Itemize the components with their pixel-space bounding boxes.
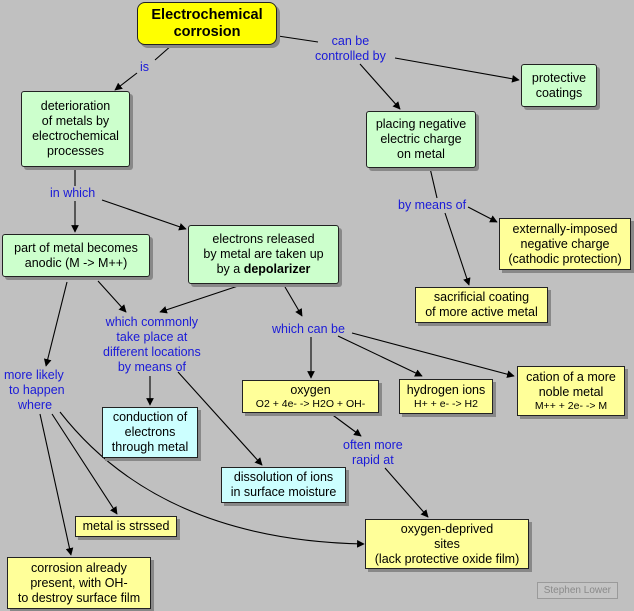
dissolution-line-1: dissolution of ions [233, 470, 334, 484]
deprived-line-2: sites [434, 536, 460, 551]
deprived-line-1: oxygen-deprived [400, 521, 494, 536]
label-controlled-line-2: controlled by [315, 49, 386, 63]
title-line-2: corrosion [173, 23, 241, 40]
conduction-line-1: conduction of [112, 410, 188, 424]
conduction-node: conduction of electrons through metal [102, 407, 198, 458]
oxygen-name: oxygen [290, 382, 331, 397]
label-can-be-line-1: which can be [272, 322, 345, 336]
deterioration-line-1: deterioration [40, 99, 111, 113]
hydrogen-ions-node: hydrogen ions H+ + e- -> H2 [399, 379, 493, 414]
protective-line-2: coatings [535, 85, 583, 100]
dissolution-node: dissolution of ions in surface moisture [221, 467, 346, 503]
label-in-which: in which [50, 186, 95, 201]
cation-line-1: cation of a more [526, 369, 616, 384]
anodic-line-2: anodic (M -> M++) [24, 255, 128, 270]
protective-coatings-node: protective coatings [521, 64, 597, 107]
metal-stressed-node: metal is strssed [75, 516, 177, 537]
anodic-line-1: part of metal becomes [14, 240, 138, 255]
author-credit: Stephen Lower [536, 582, 618, 599]
depolarizer-term: depolarizer [243, 262, 311, 276]
cation-equation: M++ + 2e- -> M [534, 399, 608, 412]
title-line-1: Electrochemical [151, 6, 263, 23]
externally-line-1: externally-imposed [512, 221, 618, 236]
label-commonly-line-4: by means of [117, 360, 186, 374]
label-more-likely: more likely to happen where [4, 368, 65, 413]
cation-node: cation of a more noble metal M++ + 2e- -… [517, 366, 625, 416]
externally-line-3: (cathodic protection) [508, 251, 622, 266]
corrosion-line-3: to destroy surface film [17, 590, 141, 605]
negative-charge-line-3: on metal [397, 147, 445, 161]
deterioration-line-4: processes [47, 144, 104, 158]
conduction-line-3: through metal [111, 440, 189, 454]
oxygen-deprived-node: oxygen-deprived sites (lack protective o… [365, 519, 529, 569]
label-often-more: often more rapid at [343, 438, 403, 468]
label-often-line-2: rapid at [352, 453, 394, 467]
externally-imposed-node: externally-imposed negative charge (cath… [499, 218, 631, 270]
hydrogen-name: hydrogen ions [406, 382, 486, 397]
corrosion-line-1: corrosion already [31, 560, 127, 575]
label-more-likely-line-3: where [18, 398, 53, 412]
label-commonly-line-2: take place at [116, 330, 188, 344]
title-node: Electrochemical corrosion [137, 2, 277, 45]
electrons-line-1: electrons released [212, 232, 315, 246]
label-controlled-by: can be controlled by [315, 34, 386, 64]
electrons-released-node: electrons released by metal are taken up… [188, 225, 339, 284]
label-which-can-be: which can be [272, 322, 345, 337]
label-controlled-line-1: can be [331, 34, 370, 48]
label-commonly-line-1: which commonly [105, 315, 199, 329]
label-is: is [140, 60, 149, 75]
sacrificial-line-1: sacrificial coating [433, 290, 530, 304]
sacrificial-line-2: of more active metal [425, 305, 538, 319]
hydrogen-equation: H+ + e- -> H2 [414, 397, 478, 410]
cation-line-2: noble metal [538, 384, 604, 399]
label-by-means-line-1: by means of [398, 198, 467, 212]
corrosion-line-2: present, with OH- [30, 575, 128, 590]
deterioration-node: deterioration of metals by electrochemic… [21, 91, 130, 167]
negative-charge-line-2: electric charge [380, 132, 462, 146]
label-more-likely-line-1: more likely [4, 368, 64, 382]
deprived-line-3: (lack protective oxide film) [374, 551, 520, 566]
stressed-line-1: metal is strssed [82, 519, 170, 533]
oxygen-node: oxygen O2 + 4e- -> H2O + OH- [242, 380, 379, 413]
electrons-line-3-prefix: by a [216, 262, 244, 276]
negative-charge-node: placing negative electric charge on meta… [366, 111, 476, 168]
label-in-which-line-1: in which [50, 186, 96, 200]
anodic-node: part of metal becomes anodic (M -> M++) [2, 234, 150, 277]
label-commonly-line-3: different locations [103, 345, 201, 359]
deterioration-line-2: of metals by [41, 114, 110, 128]
label-often-line-1: often more [343, 438, 403, 452]
externally-line-2: negative charge [520, 236, 610, 251]
corrosion-present-node: corrosion already present, with OH- to d… [7, 557, 151, 609]
electrons-line-3: by a depolarizer [217, 262, 311, 277]
conduction-line-2: electrons [124, 425, 176, 439]
label-more-likely-line-2: to happen [9, 383, 65, 397]
deterioration-line-3: electrochemical [32, 129, 119, 143]
dissolution-line-2: in surface moisture [230, 485, 337, 499]
negative-charge-line-1: placing negative [375, 117, 467, 131]
protective-line-1: protective [531, 70, 587, 85]
label-is-line-1: is [140, 60, 150, 74]
oxygen-equation: O2 + 4e- -> H2O + OH- [255, 397, 366, 410]
label-which-commonly: which commonly take place at different l… [103, 315, 201, 375]
label-by-means-of: by means of [398, 198, 466, 213]
sacrificial-coating-node: sacrificial coating of more active metal [415, 287, 548, 323]
electrons-line-2: by metal are taken up [203, 247, 324, 261]
